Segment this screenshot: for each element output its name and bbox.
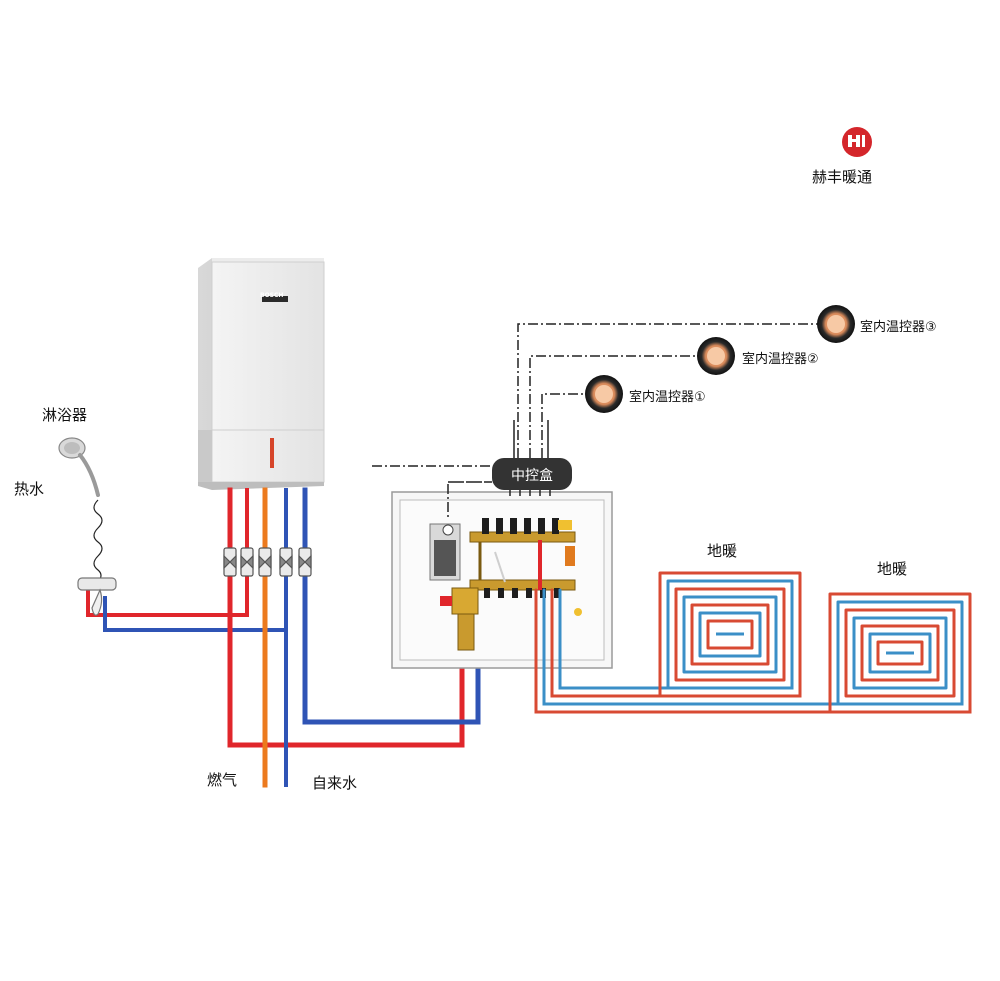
control-box [492, 458, 572, 490]
brand-name: 赫丰暖通 [812, 168, 873, 186]
hot-water-label: 热水 [14, 480, 45, 498]
tap-water-label: 自来水 [312, 774, 358, 792]
floor-heating-2-label: 地暖 [877, 560, 908, 578]
control-box-label: 中控盒 [511, 468, 553, 484]
thermostat-2-icon [697, 337, 735, 375]
floor-heating-loop-2 [828, 592, 972, 714]
manifold-assembly [429, 518, 582, 651]
brand-logo-icon [842, 127, 872, 157]
gas-label: 燃气 [207, 771, 238, 789]
floor-heating-loop-1 [658, 571, 802, 698]
shower-mixer-icon [77, 577, 117, 616]
boiler-badge-icon [262, 296, 288, 302]
shower-hose [93, 499, 103, 583]
signal-lines [372, 323, 818, 520]
shower-head-icon [58, 437, 100, 497]
signal-wire-stubs [509, 420, 551, 496]
thermostat-1-label: 室内温控器① [629, 390, 706, 405]
floor-heating-1-label: 地暖 [707, 542, 738, 560]
pipe-valves [223, 547, 312, 577]
thermostat-3-icon [817, 305, 855, 343]
boiler-indicator [270, 438, 274, 468]
thermostat-1-icon [585, 375, 623, 413]
shower-label: 淋浴器 [42, 406, 88, 424]
boiler-badge: BOSCH [260, 292, 284, 299]
thermostat-2-label: 室内温控器② [742, 352, 819, 367]
wall-boiler [198, 258, 325, 490]
thermostat-3-label: 室内温控器③ [860, 320, 937, 335]
